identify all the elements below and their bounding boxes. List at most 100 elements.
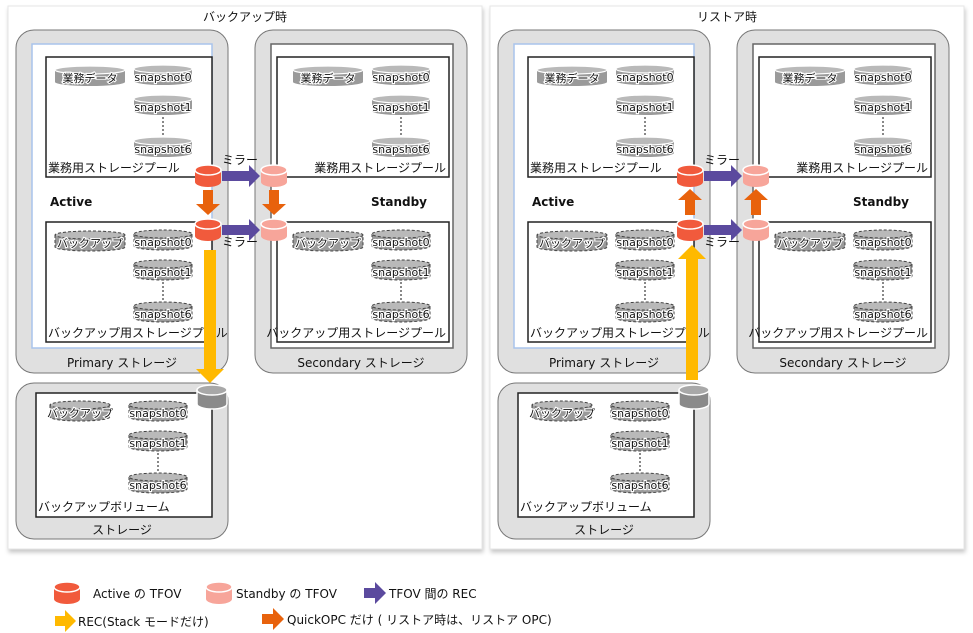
volume-label: snapshot0 (372, 71, 429, 84)
volume-label: snapshot1 (616, 101, 673, 114)
volume-label: バックアップ (295, 237, 361, 250)
mirror-label: ミラー (222, 153, 258, 167)
panel-title: リストア時 (697, 10, 757, 24)
business-storage-pool: 業務データ snapshot0 snapshot1 snapshot6 業務用ストレージ… (45, 56, 213, 178)
volume-label: snapshot6 (611, 479, 668, 492)
legend-standby-tfov: Standby の TFOV (236, 587, 338, 601)
snapshot1-volume: snapshot1 (371, 94, 431, 115)
volume-label: snapshot1 (134, 266, 191, 279)
pool-label: バックアップ用ストレージプール (48, 326, 228, 340)
volume-label: 業務データ (783, 71, 838, 85)
volume-label: snapshot0 (616, 71, 673, 84)
volume-label: バックアップ (47, 407, 113, 420)
volume-label: snapshot0 (854, 236, 911, 249)
volume-label: snapshot6 (616, 308, 673, 321)
primary-storage: 業務データ snapshot0 snapshot1 snapshot6 業務用ストレージ… (15, 29, 229, 374)
role-label: Standby (853, 195, 909, 209)
legend-tfov-rec: TFOV 間の REC (388, 587, 477, 601)
volume-label: 業務データ (301, 71, 356, 85)
volume-label: バックアップ (777, 237, 843, 250)
data-volume: 業務データ (54, 65, 126, 86)
quickopc-arrow (678, 189, 702, 215)
pool-label: 業務用ストレージプール (314, 161, 446, 175)
snapshot1-volume: snapshot1 (371, 259, 431, 281)
volume-label: 業務データ (545, 71, 600, 85)
snapshot6-volume: snapshot6 (610, 472, 670, 494)
snapshot0-volume: snapshot0 (615, 229, 675, 251)
legend: Active の TFOV Standby の TFOV TFOV 間の REC RE… (53, 581, 552, 632)
legend-rec-stack: REC(Stack モードだけ) (78, 615, 209, 629)
volume-label: snapshot6 (616, 143, 673, 156)
volume-label: snapshot6 (129, 479, 186, 492)
volume-label: snapshot0 (611, 407, 668, 420)
volume-label: snapshot0 (854, 71, 911, 84)
volume-label: snapshot0 (372, 236, 429, 249)
snapshot6-volume: snapshot6 (853, 136, 913, 157)
data-volume: バックアップ (528, 400, 596, 422)
role-label: Standby (371, 195, 427, 209)
volume-label: snapshot1 (372, 101, 429, 114)
volume-label: snapshot1 (129, 437, 186, 450)
data-volume: 業務データ (292, 65, 364, 86)
snapshot6-volume: snapshot6 (853, 301, 913, 323)
role-label: Active (532, 195, 574, 209)
snapshot0-volume: snapshot0 (853, 64, 913, 85)
volume-label: snapshot0 (616, 236, 673, 249)
volume-label: snapshot6 (134, 308, 191, 321)
snapshot0-volume: snapshot0 (371, 64, 431, 85)
snapshot6-volume: snapshot6 (133, 136, 193, 157)
quickopc-legend-icon (262, 608, 284, 630)
snapshot1-volume: snapshot1 (615, 259, 675, 281)
snapshot1-volume: snapshot1 (610, 430, 670, 452)
volume-label: snapshot6 (854, 308, 911, 321)
data-volume: 業務データ (774, 65, 846, 86)
active-tfov-backup (676, 218, 704, 241)
storage-label: Primary ストレージ (67, 356, 177, 370)
snapshot6-volume: snapshot6 (615, 301, 675, 323)
tfov-rec-arrow (222, 219, 260, 241)
volume-label: snapshot6 (854, 143, 911, 156)
mirror-label: ミラー (704, 153, 740, 167)
panel-title: バックアップ時 (203, 10, 287, 24)
volume-label: snapshot1 (616, 266, 673, 279)
legend-active-tfov: Active の TFOV (93, 587, 182, 601)
standby-tfov-legend-icon (205, 581, 233, 604)
volume-label: バックアップ (539, 237, 605, 250)
snapshot0-volume: snapshot0 (133, 64, 193, 85)
active-tfov-business (194, 164, 222, 187)
data-volume: バックアップ (536, 230, 608, 252)
volume-label: snapshot0 (134, 71, 191, 84)
storage-label: ストレージ (92, 523, 152, 537)
volume-label: snapshot1 (611, 437, 668, 450)
standby-tfov-business (742, 164, 770, 187)
storage-label: Secondary ストレージ (297, 356, 424, 370)
volume-label: snapshot1 (854, 101, 911, 114)
snapshot1-volume: snapshot1 (615, 94, 675, 115)
standby-tfov-backup (260, 218, 288, 241)
legend-quickopc: QuickOPC だけ ( リストア時は、リストア OPC) (287, 613, 552, 627)
backup-tfov-disk (678, 384, 710, 410)
volume-label: snapshot1 (134, 101, 191, 114)
pool-label: 業務用ストレージプール (48, 161, 180, 175)
rec-legend-icon (364, 582, 386, 604)
volume-label: snapshot6 (134, 143, 191, 156)
tfov-rec-arrow (222, 165, 260, 187)
active-tfov-legend-icon (53, 581, 81, 604)
data-volume: 業務データ (536, 65, 608, 86)
backup-tfov-disk (196, 384, 228, 410)
snapshot0-volume: snapshot0 (371, 229, 431, 251)
mirror-label: ミラー (704, 235, 740, 249)
pool-label: バックアップ用ストレージプール (266, 326, 446, 340)
tfov-rec-arrow (704, 165, 742, 187)
snapshot6-volume: snapshot6 (133, 301, 193, 323)
snapshot6-volume: snapshot6 (128, 472, 188, 494)
